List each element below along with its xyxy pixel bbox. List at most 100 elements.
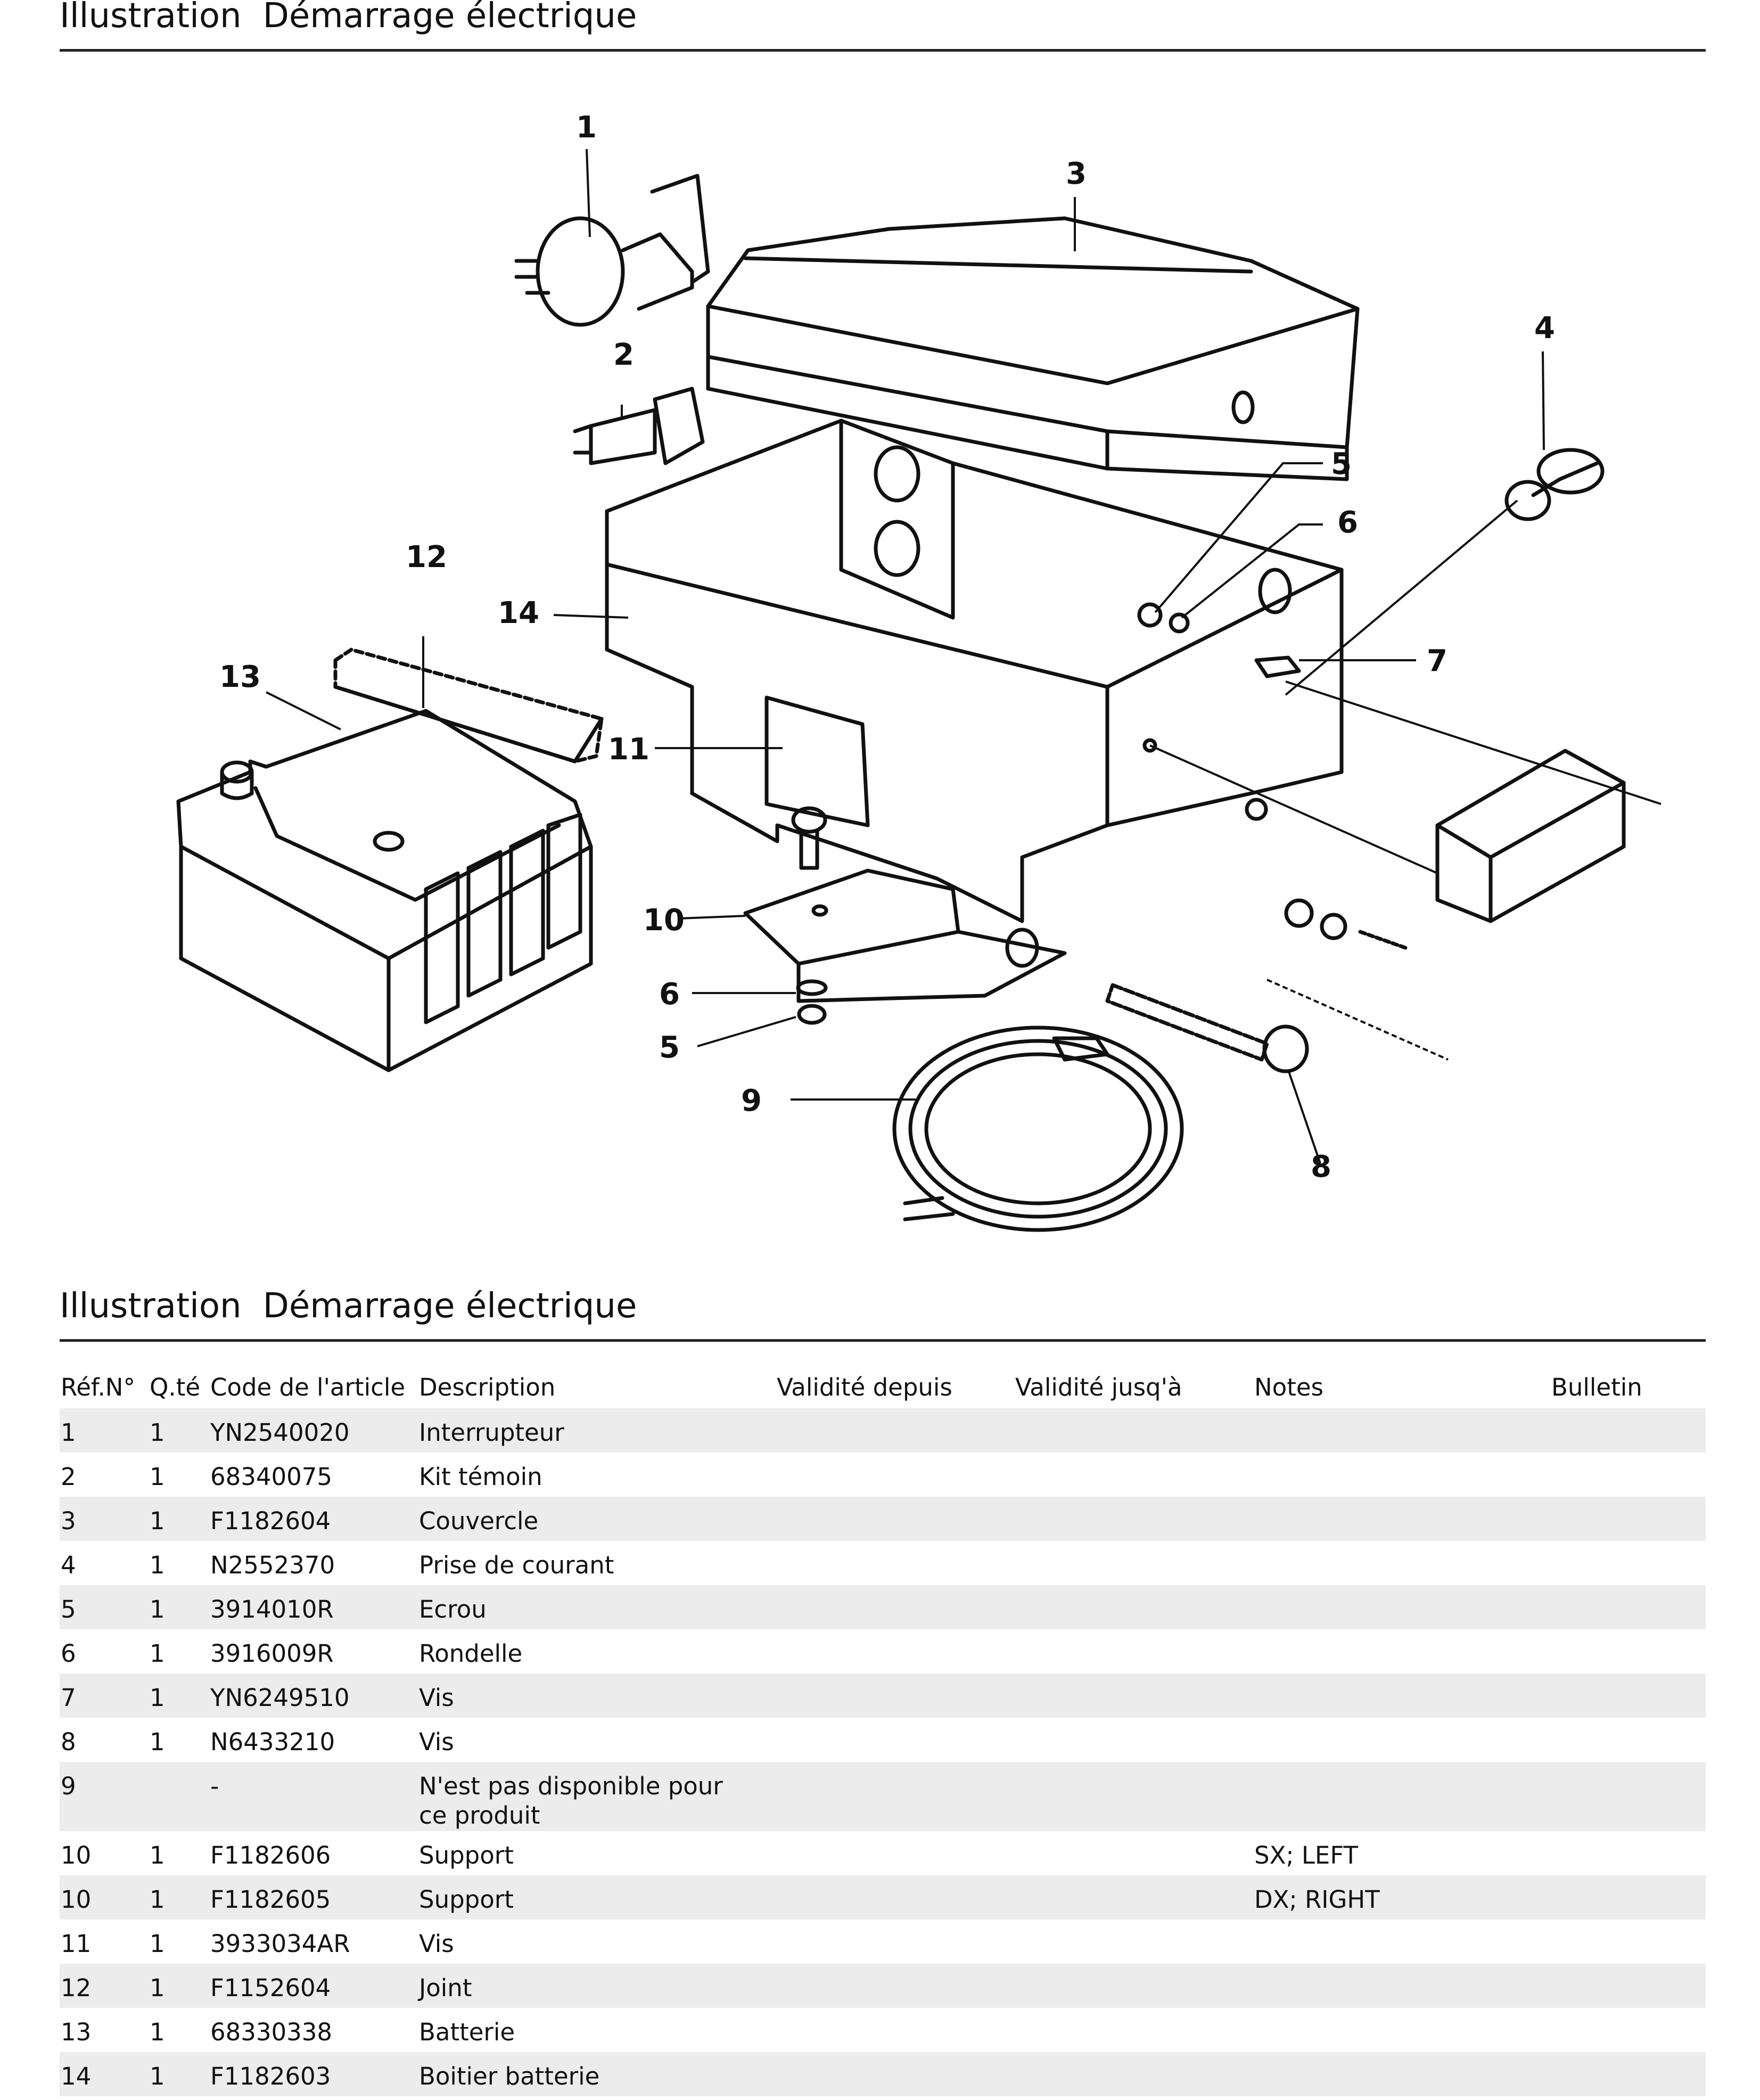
cell-ref: 3: [61, 1507, 76, 1535]
cell-valid-to: [1014, 1585, 1253, 1629]
cell-bulletin: [1550, 1453, 1706, 1497]
cell-code: F1182604: [210, 1507, 331, 1535]
header-title: Démarrage électrique: [262, 0, 637, 36]
cell-valid-to: [1014, 1497, 1253, 1541]
cell-code: 68340075: [210, 1463, 333, 1491]
cell-valid-to: [1014, 2008, 1253, 2052]
callout-6: 6: [1337, 505, 1358, 540]
cell-qty: 1: [150, 1507, 165, 1535]
cell-valid-to: [1014, 1875, 1253, 1919]
cell-notes: [1253, 1585, 1550, 1629]
cell-description: Rondelle: [418, 1629, 776, 1674]
cell-description: Kit témoin: [418, 1453, 776, 1497]
cell-notes: [1253, 1964, 1550, 2008]
section-heading: Démarrage électrique: [262, 1286, 637, 1326]
description-text: Joint: [419, 1974, 472, 2002]
cell-valid-from: [776, 2052, 1014, 2096]
part-battery-drawing: [176, 709, 593, 1072]
part-support-drawing: [743, 868, 1067, 1003]
callout-9: 9: [741, 1084, 762, 1118]
callout-1: 1: [576, 110, 597, 145]
table-row: 3 1 F1182604 Couvercle: [60, 1497, 1706, 1541]
header-label: Illustration: [60, 0, 242, 36]
cell-valid-from: [776, 1674, 1014, 1718]
cell-valid-to: [1014, 1718, 1253, 1762]
description-text: Couvercle: [419, 1507, 539, 1535]
cell-valid-to: [1014, 1674, 1253, 1718]
cell-description: Support: [418, 1831, 776, 1875]
cell-ref: 2: [61, 1463, 76, 1491]
cell-ref: 6: [61, 1639, 76, 1668]
cell-bulletin: [1550, 1964, 1706, 2008]
cell-ref: 9: [61, 1772, 76, 1800]
cell-description: Joint: [418, 1964, 776, 2008]
cell-notes: [1253, 2008, 1550, 2052]
table-row: 2 1 68340075 Kit témoin: [60, 1453, 1706, 1497]
part-connector-block-drawing: [1435, 749, 1626, 923]
cell-valid-from: [776, 1964, 1014, 2008]
cell-notes: [1253, 1408, 1550, 1453]
part-battery-box-drawing: [605, 419, 1344, 923]
cell-code: F1182606: [210, 1841, 331, 1869]
cell-valid-to: [1014, 1762, 1253, 1831]
cell-description: Interrupteur: [418, 1408, 776, 1453]
cell-bulletin: [1550, 1585, 1706, 1629]
cell-notes: [1253, 2052, 1550, 2096]
cell-ref: 5: [61, 1595, 76, 1623]
cell-valid-from: [776, 1919, 1014, 1964]
cell-notes: [1253, 1762, 1550, 1831]
cell-valid-to: [1014, 1408, 1253, 1453]
cell-notes: [1253, 1453, 1550, 1497]
cell-code: 68330338: [210, 2018, 333, 2046]
cell-description: Vis: [418, 1919, 776, 1964]
description-text: N'est pas disponible pour ce produit: [419, 1772, 723, 1830]
callout-10: 10: [643, 903, 685, 938]
cell-qty: 1: [150, 1684, 165, 1712]
cell-qty: 1: [150, 1841, 165, 1869]
cell-ref: 4: [61, 1551, 76, 1579]
table-row: 9-N'est pas disponible pour ce produit: [60, 1762, 1706, 1831]
cell-qty: 1: [150, 1639, 165, 1668]
cell-bulletin: [1550, 1674, 1706, 1718]
cell-qty: 1: [150, 2062, 165, 2090]
page-header-title: Illustration Démarrage électrique: [60, 0, 637, 36]
col-qty: Q.té: [150, 1373, 201, 1401]
part-power-socket-drawing: [1504, 448, 1605, 521]
callout-5-lower: 5: [659, 1030, 680, 1065]
cell-notes: [1253, 1718, 1550, 1762]
cell-valid-from: [776, 1718, 1014, 1762]
cell-ref: 8: [61, 1728, 76, 1756]
cell-bulletin: [1550, 1831, 1706, 1875]
cell-ref: 7: [61, 1684, 76, 1712]
part-gasket-drawing: [333, 647, 604, 764]
cell-code: F1152604: [210, 1974, 331, 2002]
cell-qty: 1: [150, 1595, 165, 1623]
cell-description: Vis: [418, 1674, 776, 1718]
cell-description: Support: [418, 1875, 776, 1919]
cell-valid-from: [776, 1541, 1014, 1585]
cell-code: YN6249510: [210, 1684, 350, 1712]
callout-12: 12: [406, 540, 447, 575]
cell-ref: 11: [61, 1930, 92, 1958]
cell-bulletin: [1550, 1875, 1706, 1919]
cell-bulletin: [1550, 2008, 1706, 2052]
table-row: 7 1 YN6249510 Vis: [60, 1674, 1706, 1718]
description-text: Batterie: [419, 2018, 515, 2046]
cell-valid-from: [776, 2008, 1014, 2052]
description-text: Prise de courant: [419, 1551, 614, 1579]
cell-bulletin: [1550, 1762, 1706, 1831]
callout-14: 14: [498, 596, 539, 630]
cell-valid-to: [1014, 1629, 1253, 1674]
exploded-parts-diagram: 1 2 3 4 5 6 7 5 6 8 9 10 11 12 13 14: [176, 110, 1662, 1232]
cell-bulletin: [1550, 1541, 1706, 1585]
cell-bulletin: [1550, 1497, 1706, 1541]
cell-code: N6433210: [210, 1728, 335, 1756]
cell-valid-to: [1014, 1919, 1253, 1964]
cell-qty: 1: [150, 1418, 165, 1447]
cell-qty: 1: [150, 1463, 165, 1491]
description-text: Support: [419, 1841, 514, 1869]
